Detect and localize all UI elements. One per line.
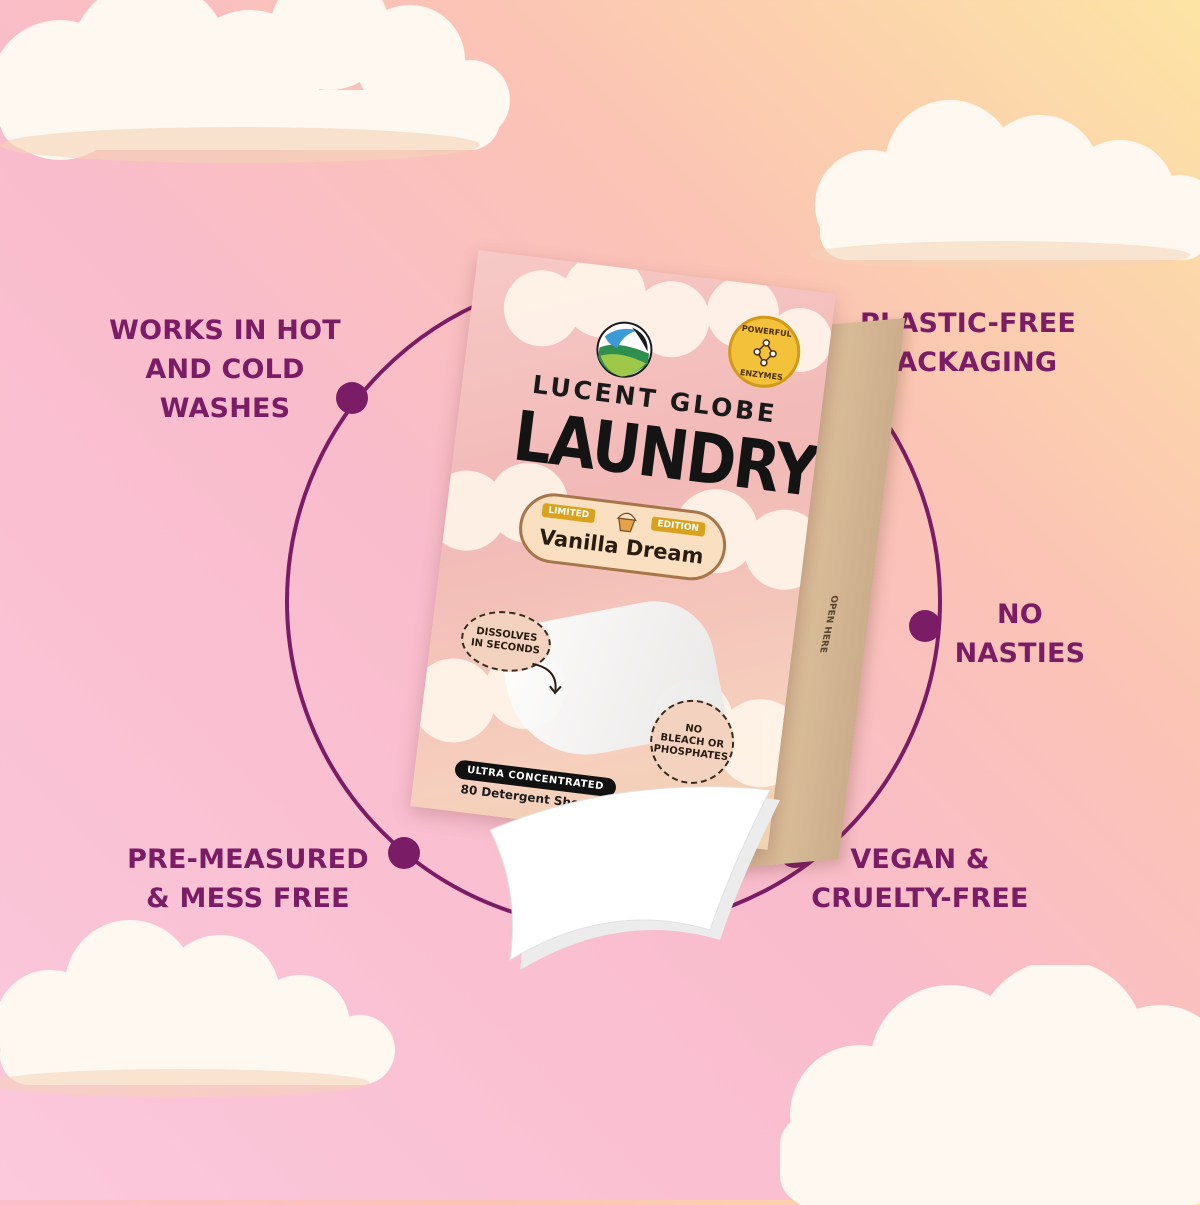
detergent-sheet-icon xyxy=(489,786,780,970)
cupcake-icon xyxy=(616,512,637,533)
product-box: OPEN HERE LUCENT GLOBE LAUNDRY POWERFUL xyxy=(395,250,915,970)
globe-logo-icon xyxy=(596,321,653,378)
enzymes-badge: POWERFUL ENZYMES xyxy=(724,311,805,392)
feature-pre-measured: PRE-MEASURED & MESS FREE xyxy=(127,844,369,914)
feature-dot xyxy=(909,610,941,642)
feature-dot xyxy=(336,382,368,414)
edition-tag: EDITION xyxy=(650,516,706,537)
cloud-icon xyxy=(503,253,832,372)
feature-vegan: VEGAN & CRUELTY-FREE xyxy=(811,844,1029,914)
cloud-icon xyxy=(780,965,1200,1205)
feature-hot-cold: WORKS IN HOT AND COLD WASHES xyxy=(109,315,341,424)
cloud-icon xyxy=(0,0,510,163)
arrow-icon xyxy=(532,662,562,695)
box-front-panel: LUCENT GLOBE LAUNDRY POWERFUL ENZYMES LI… xyxy=(410,250,836,850)
cloud-icon xyxy=(0,920,395,1097)
edition-label: LIMITED EDITION Vanilla Dream xyxy=(515,489,731,585)
limited-tag: LIMITED xyxy=(541,502,596,524)
feature-plastic-free: PLASTIC-FREE PACKAGING xyxy=(860,308,1076,378)
feature-no-nasties: NO NASTIES xyxy=(954,599,1086,669)
enzyme-molecule-icon xyxy=(753,339,777,367)
feature-dot xyxy=(388,837,420,869)
cloud-icon xyxy=(810,100,1200,269)
open-here-label: OPEN HERE xyxy=(816,595,840,654)
